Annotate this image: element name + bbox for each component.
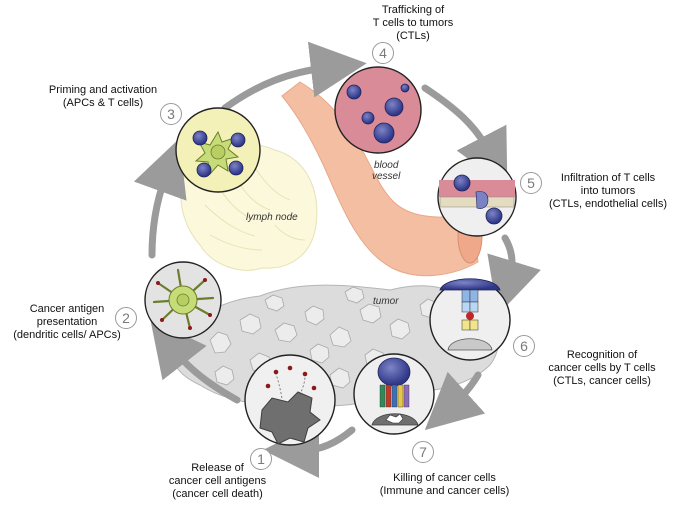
- cycle-arrow-1-to-2: [150, 318, 241, 404]
- step-2-label-line-1: Cancer antigen: [29, 303, 105, 315]
- step-6-label-line-1: Recognition of: [566, 349, 638, 361]
- cycle-arrow-5-to-6: [487, 234, 541, 316]
- blood-vessel-label-line-2: vessel: [372, 171, 401, 182]
- step-6-label-line-3: (CTLs, cancer cells): [553, 375, 651, 387]
- step-5-label-line-1: Infiltration of T cells: [560, 172, 656, 184]
- step-7-number: 7: [412, 441, 434, 463]
- step-2-label: Cancer antigen presentation (dendritic c…: [4, 303, 130, 342]
- step-6-label: Recognition of cancer cells by T cells (…: [532, 349, 672, 388]
- step-6-number: 6: [513, 335, 535, 357]
- step-2-label-line-2: presentation: [36, 316, 98, 328]
- step-3-label-line-1: Priming and activation: [48, 84, 158, 96]
- lymph-node-label: lymph node: [246, 212, 298, 223]
- cycle-arrow-4-to-5: [421, 84, 508, 188]
- tumor-label: tumor: [373, 296, 399, 307]
- cycle-arrow-3-to-4: [221, 41, 367, 112]
- priming-circle: [175, 107, 261, 193]
- killing-circle: [353, 353, 435, 435]
- cycle-arrow-6-to-7: [424, 371, 486, 431]
- step-5-label-line-2: into tumors: [580, 185, 636, 197]
- step-4-number: 4: [372, 42, 394, 64]
- recognition-circle: [429, 278, 511, 361]
- step-1-label-line-3: (cancer cell death): [172, 488, 263, 500]
- infiltration-circle: [437, 157, 517, 237]
- blood-vessel-label: blood vessel: [372, 160, 400, 182]
- step-2-label-line-3: (dendritic cells/ APCs): [13, 329, 121, 341]
- step-7-label: Killing of cancer cells (Immune and canc…: [362, 472, 527, 498]
- step-5-number: 5: [520, 172, 542, 194]
- blood-vessel-label-line-1: blood: [373, 160, 399, 171]
- cycle-arrow-2-to-3: [133, 138, 187, 259]
- step-5-label-line-3: (CTLs, endothelial cells): [549, 198, 667, 210]
- step-1-number: 1: [250, 448, 272, 470]
- step-1-label: Release of cancer cell antigens (cancer …: [160, 462, 275, 501]
- step-3-label: Priming and activation (APCs & T cells): [28, 84, 178, 110]
- antigen-release-circle: [244, 354, 336, 446]
- step-7-label-line-1: Killing of cancer cells: [393, 472, 496, 484]
- step-4-label-line-3: (CTLs): [396, 30, 430, 42]
- antigen-presentation-circle: [144, 261, 222, 339]
- step-3-number: 3: [160, 103, 182, 125]
- step-4-label-line-1: Trafficking of: [381, 4, 445, 16]
- step-4-label: Trafficking of T cells to tumors (CTLs): [348, 4, 478, 43]
- step-1-label-line-2: cancer cell antigens: [168, 475, 267, 487]
- step-5-label: Infiltration of T cells into tumors (CTL…: [538, 172, 678, 211]
- cycle-arrow-7-to-1: [263, 421, 356, 478]
- step-3-label-line-2: (APCs & T cells): [62, 97, 144, 109]
- step-6-label-line-2: cancer cells by T cells: [548, 362, 656, 374]
- trafficking-circle: [334, 66, 422, 154]
- step-4-label-line-2: T cells to tumors: [372, 17, 454, 29]
- step-7-label-line-2: (Immune and cancer cells): [379, 485, 510, 497]
- cycle-arrows: [133, 41, 541, 478]
- step-2-number: 2: [115, 307, 137, 329]
- step-1-label-line-1: Release of: [191, 462, 244, 474]
